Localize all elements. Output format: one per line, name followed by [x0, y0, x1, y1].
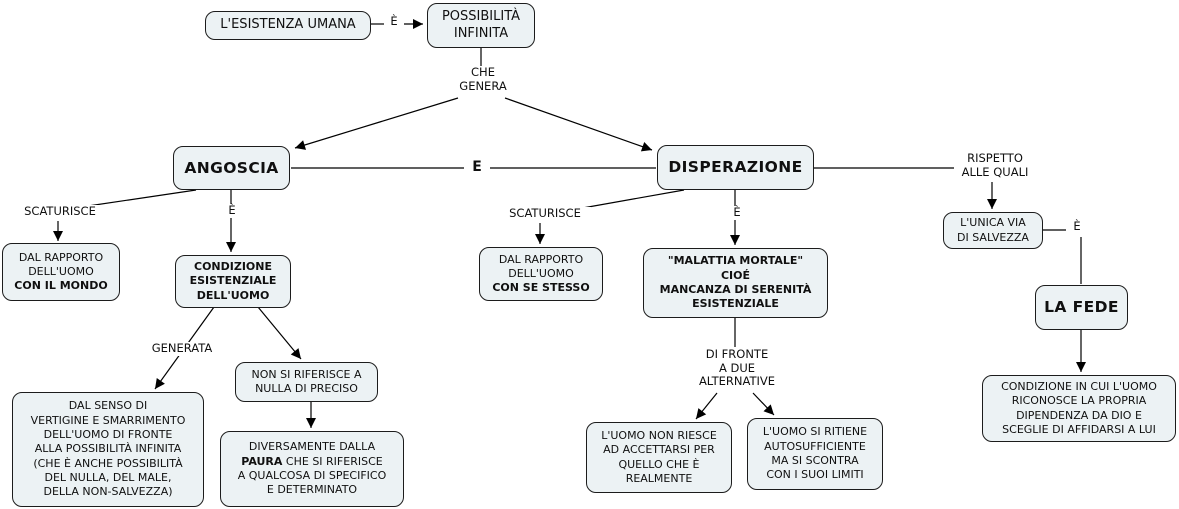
node-esistenza-umana[interactable]: L'ESISTENZA UMANA: [205, 11, 371, 40]
edge-label-di-fronte: DI FRONTE A DUE ALTERNATIVE: [687, 347, 787, 389]
node-text: LA FEDE: [1044, 298, 1119, 317]
node-text-bold: PAURA: [241, 454, 283, 468]
node-text: "MALATTIA MORTALE" CIOÉ MANCANZA DI SERE…: [659, 254, 812, 311]
edge-disperazione-scaturisce: [576, 189, 685, 210]
edge-label-e-fede: È: [1066, 219, 1088, 234]
node-malattia-mortale[interactable]: "MALATTIA MORTALE" CIOÉ MANCANZA DI SERE…: [643, 248, 828, 318]
node-uomo-si-ritiene[interactable]: L'UOMO SI RITIENE AUTOSUFFICIENTE MA SI …: [747, 418, 883, 490]
edge-label-e-disperazione: È: [726, 205, 748, 220]
edge-label-scaturisce-left: SCATURISCE: [14, 204, 106, 219]
node-text: POSSIBILITÀ INFINITA: [441, 8, 521, 41]
node-text-bold: CON SE STESSO: [492, 281, 590, 295]
edge-alternative-non-riesce: [695, 392, 718, 420]
node-text: DISPERAZIONE: [668, 158, 803, 177]
edge-genera-angoscia: [294, 97, 459, 150]
node-text: L'ESISTENZA UMANA: [220, 17, 356, 33]
edge-label-e-top: È: [384, 14, 404, 29]
node-text: DAL SENSO DI VERTIGINE E SMARRIMENTO DEL…: [30, 399, 186, 499]
node-unica-via-di-salvezza[interactable]: L'UNICA VIA DI SALVEZZA: [943, 212, 1043, 249]
node-text: DAL RAPPORTO DELL'UOMO: [498, 252, 584, 280]
edge-label-e-angoscia: È: [221, 203, 243, 218]
edge-label-scaturisce-right: SCATURISCE: [499, 206, 591, 221]
node-condizione-dipendenza-dio[interactable]: CONDIZIONE IN CUI L'UOMO RICONOSCE LA PR…: [982, 375, 1176, 442]
edge-label-e-mid: E: [464, 159, 490, 176]
node-angoscia[interactable]: ANGOSCIA: [173, 146, 290, 190]
edge-label-generata: GENERATA: [145, 341, 219, 356]
node-uomo-non-riesce[interactable]: L'UOMO NON RIESCE AD ACCETTARSI PER QUEL…: [586, 422, 732, 493]
node-text: CHE SI RIFERISCE A QUALCOSA DI SPECIFICO…: [237, 454, 387, 497]
edge-genera-disperazione: [504, 97, 653, 152]
node-rapporto-con-il-mondo[interactable]: DAL RAPPORTO DELL'UOMO CON IL MONDO: [2, 243, 120, 301]
node-text: DAL RAPPORTO DELL'UOMO: [18, 250, 104, 278]
node-text: CONDIZIONE IN CUI L'UOMO RICONOSCE LA PR…: [1001, 379, 1157, 436]
node-text: L'UNICA VIA DI SALVEZZA: [957, 216, 1029, 244]
node-text-bold: CON IL MONDO: [14, 279, 108, 293]
node-text: CONDIZIONE ESISTENZIALE DELL'UOMO: [189, 260, 277, 302]
node-possibilita-infinita[interactable]: POSSIBILITÀ INFINITA: [427, 3, 535, 48]
node-non-si-riferisce[interactable]: NON SI RIFERISCE A NULLA DI PRECISO: [235, 362, 378, 402]
edge-label-rispetto: RISPETTO ALLE QUALI: [954, 151, 1036, 180]
node-text: ANGOSCIA: [184, 158, 279, 177]
node-senso-di-vertigine[interactable]: DAL SENSO DI VERTIGINE E SMARRIMENTO DEL…: [12, 392, 204, 507]
node-text: L'UOMO NON RIESCE AD ACCETTARSI PER QUEL…: [601, 428, 717, 485]
node-condizione-esistenziale[interactable]: CONDIZIONE ESISTENZIALE DELL'UOMO: [175, 255, 291, 308]
edge-condizione-non-si-riferisce: [257, 306, 302, 360]
node-text: L'UOMO SI RITIENE AUTOSUFFICIENTE MA SI …: [762, 425, 868, 482]
edge-alternative-si-ritiene: [752, 392, 775, 416]
node-disperazione[interactable]: DISPERAZIONE: [657, 145, 814, 190]
node-rapporto-con-se-stesso[interactable]: DAL RAPPORTO DELL'UOMO CON SE STESSO: [479, 247, 603, 301]
node-diversamente-dalla-paura[interactable]: DIVERSAMENTE DALLA PAURA CHE SI RIFERISC…: [220, 431, 404, 507]
edge-label-che-genera: CHE GENERA: [453, 65, 513, 94]
node-text: DIVERSAMENTE DALLA: [248, 440, 376, 454]
node-text: NON SI RIFERISCE A NULLA DI PRECISO: [251, 367, 362, 395]
edge-angoscia-scaturisce: [87, 189, 197, 207]
node-la-fede[interactable]: LA FEDE: [1035, 285, 1128, 330]
